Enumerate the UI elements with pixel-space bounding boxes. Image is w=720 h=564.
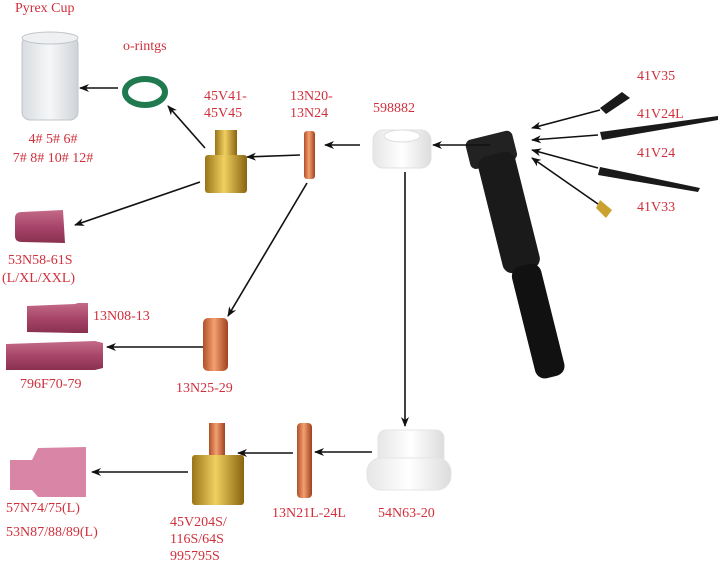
label-o-rings: o-rintgs [123,39,167,54]
alumina-cup-796f70-part [6,341,103,370]
gas-lens-part [205,130,247,193]
back-cap-41v24l [600,116,718,140]
label-large-cup-2: 53N87/88/89(L) [6,525,98,540]
torch-handle-part [465,130,565,379]
label-back-cap-41v24: 41V24 [637,146,676,161]
pyrex-cup-part [21,31,79,121]
label-back-cap-41v24l: 41V24L [637,107,684,122]
collet-13n20-part [304,131,315,179]
label-cup-796f70: 796F70-79 [20,377,82,392]
arrows [74,84,601,476]
insulator-598882-part [372,129,432,169]
large-alumina-cup-part [10,447,86,497]
alumina-cup-53n58-part [15,210,65,243]
alumina-cup-13n08-part [27,303,88,333]
label-large-insulator: 54N63-20 [378,506,435,521]
label-large-cup-1: 57N74/75(L) [6,501,80,516]
label-pyrex-cup: Pyrex Cup [15,1,75,16]
back-cap-41v33 [596,200,612,218]
label-gas-lens-2: 45V45 [204,106,243,121]
label-back-cap-41v35: 41V35 [637,69,676,84]
o-ring-part [122,76,168,108]
label-large-gas-lens-1: 45V204S/ [170,515,227,530]
insulator-54n63-part [366,429,452,491]
label-pyrex-sizes-2: 7# 8# 10# 12# [12,151,94,166]
label-large-gas-lens-2: 116S/64S [170,532,224,547]
label-gas-lens-1: 45V41- [204,89,247,104]
label-long-collet: 13N21L-24L [272,506,346,521]
back-cap-41v24 [598,167,700,192]
label-collet-2: 13N24 [290,106,329,121]
label-pyrex-sizes-1: 4# 5# 6# [28,132,78,147]
label-back-cap-41v33: 41V33 [637,200,676,215]
collet-body-part [203,318,228,371]
collet-13n21l-part [297,423,312,498]
back-caps-parts [596,92,718,218]
label-collet-1: 13N20- [290,89,333,104]
label-cup-53n58-sizes: (L/XL/XXL) [2,271,76,286]
label-collet-body: 13N25-29 [176,381,233,396]
label-cup-13n08: 13N08-13 [93,309,150,324]
label-large-gas-lens-3: 995795S [170,549,220,564]
back-cap-41v35 [600,92,630,114]
label-insulator: 598882 [373,101,415,116]
large-gas-lens-part [192,423,244,505]
label-cup-53n58: 53N58-61S [8,253,73,268]
